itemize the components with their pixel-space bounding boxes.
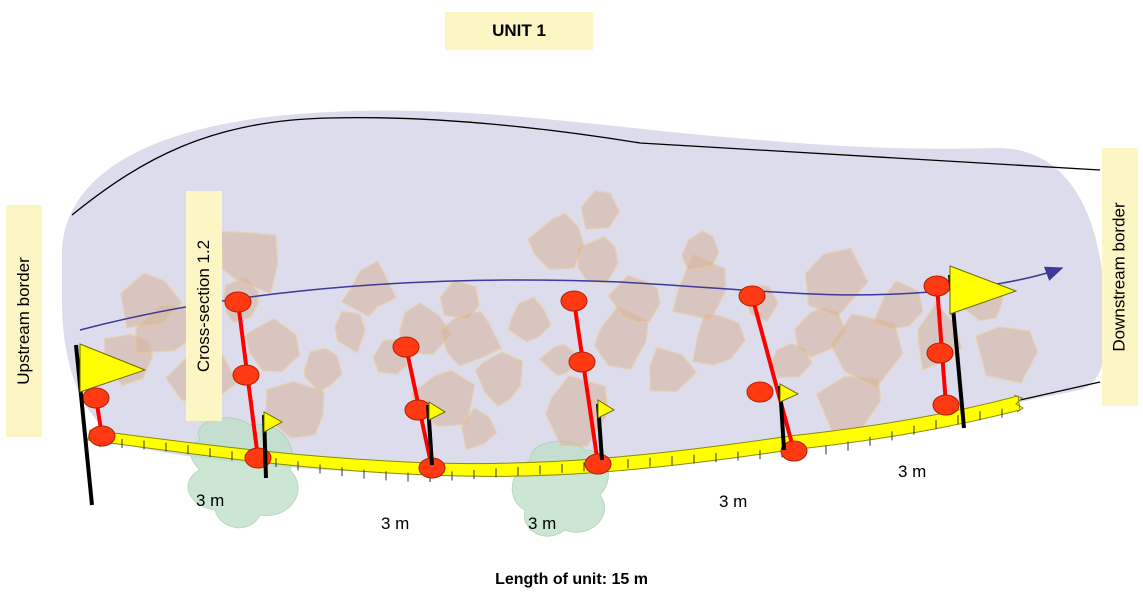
distance-label-4: 3 m <box>719 492 748 511</box>
rock-shape <box>461 407 498 451</box>
rock-shape <box>304 347 343 393</box>
marker-icon <box>392 336 420 358</box>
rock-shape <box>681 230 720 271</box>
upstream-border-label: Upstream border <box>6 205 42 437</box>
marker-icon <box>932 394 960 416</box>
marker-icon <box>568 351 596 373</box>
left-bank-line <box>71 116 1101 216</box>
flag-stakes <box>74 265 1018 506</box>
rock-shape <box>692 312 746 366</box>
stake-pole <box>74 344 94 506</box>
cross-section-label: Cross-section 1.2 <box>186 191 222 421</box>
flag-icon <box>949 265 1018 315</box>
marker-icon <box>584 453 612 475</box>
distance-label-5: 3 m <box>898 462 927 481</box>
downstream-border-label: Downstream border <box>1102 148 1138 406</box>
marker-icon <box>82 387 110 409</box>
rock-shape <box>975 326 1039 384</box>
distance-label-3: 3 m <box>528 514 557 533</box>
cross-section-text: Cross-section 1.2 <box>194 239 213 373</box>
marker-icon <box>926 342 954 364</box>
marker-icon <box>560 290 588 312</box>
distance-label-1: 3 m <box>196 491 225 510</box>
rock-shape <box>439 310 502 367</box>
upstream-border-text: Upstream border <box>14 257 33 385</box>
rock-shape <box>527 213 585 271</box>
rock-shape <box>607 275 661 323</box>
right-bank-line <box>1019 381 1101 401</box>
flag-icon <box>79 343 147 393</box>
rock-shape <box>439 279 480 320</box>
flag-icon <box>597 399 616 419</box>
rock-shape <box>340 260 397 317</box>
rock-shape <box>334 310 366 354</box>
marker-icon <box>224 291 252 313</box>
flag-icon <box>263 411 284 433</box>
rock-shape <box>120 272 183 329</box>
unit-title: UNIT 1 <box>445 12 593 50</box>
flag-icon <box>779 383 800 403</box>
vegetation-patch <box>187 417 299 529</box>
marker-icon <box>88 425 116 447</box>
rock-shape <box>804 247 869 318</box>
marker-icon <box>746 381 774 403</box>
rock-shape <box>649 346 698 392</box>
rock-shape <box>580 190 621 230</box>
unit-length-label: Length of unit: 15 m <box>495 571 648 588</box>
transect-line <box>750 295 796 452</box>
marker-icon <box>232 364 260 386</box>
transect-line <box>572 300 600 465</box>
rock-shape <box>475 351 524 407</box>
marker-icon <box>738 285 766 307</box>
distance-label-2: 3 m <box>381 514 410 533</box>
marker-icon <box>780 440 808 462</box>
flag-icon <box>428 401 447 421</box>
rock-shape <box>244 317 301 373</box>
marker-icon <box>923 275 951 297</box>
downstream-border-text: Downstream border <box>1110 202 1129 352</box>
rock-shape <box>507 296 552 343</box>
transect-lines <box>82 275 960 479</box>
rock-shape <box>539 343 580 376</box>
